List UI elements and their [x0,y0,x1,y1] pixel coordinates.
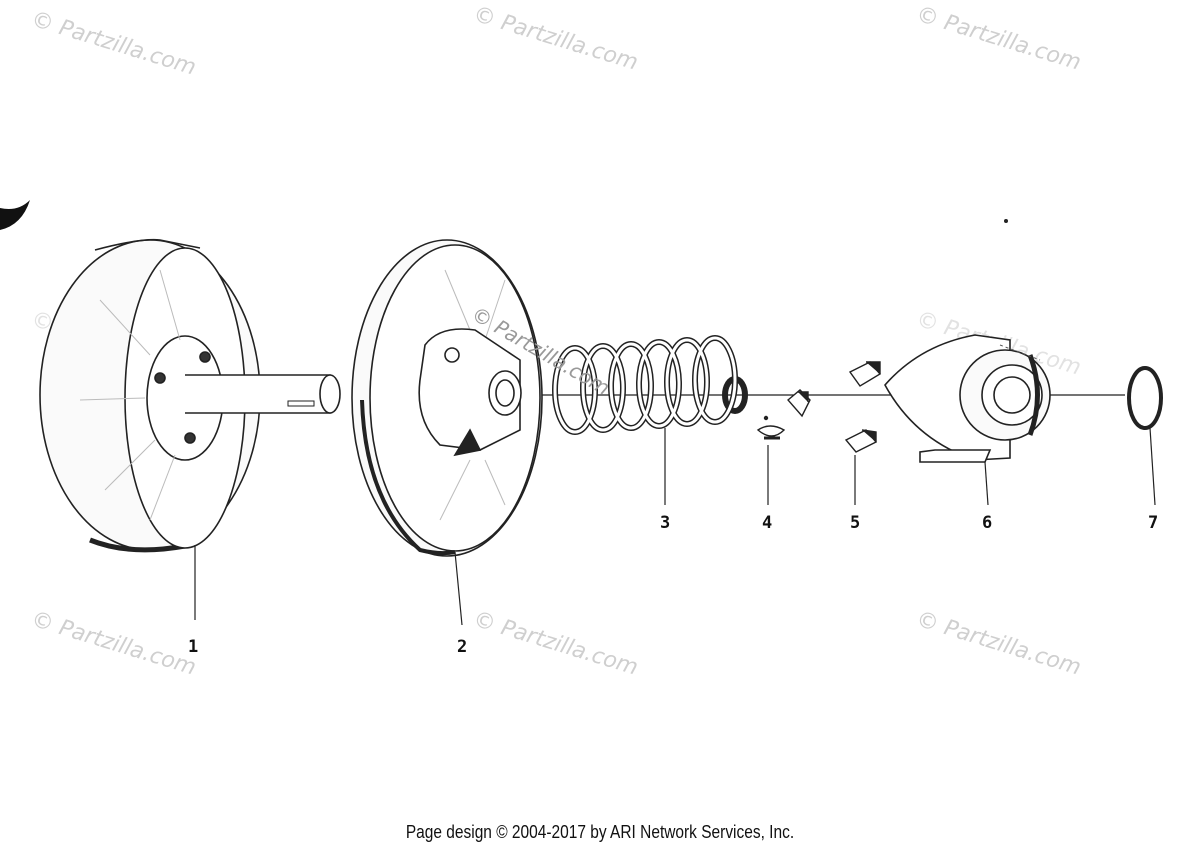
callout-3: 3 [660,513,670,533]
stray-dot [1004,219,1008,223]
part-5-slider-buttons [787,361,882,505]
part-1-fixed-sheave [39,238,341,620]
callout-1: 1 [188,637,198,657]
part-6-cover-assembly [884,334,1051,506]
watermark: © Partzilla.com [470,607,641,681]
watermark: © Partzilla.com [470,2,641,76]
watermark: © Partzilla.com [913,2,1084,76]
edge-mark [0,200,30,230]
callout-7: 7 [1148,513,1158,533]
watermark: © Partzilla.com [913,607,1084,681]
watermark: © Partzilla.com [28,7,199,81]
part-4-key [756,415,786,505]
part-2-movable-sheave [351,239,543,626]
callout-5: 5 [850,513,860,533]
part-7-snap-ring [1127,366,1163,506]
footer-copyright: Page design © 2004-2017 by ARI Network S… [405,822,795,842]
callout-2: 2 [457,637,467,657]
watermark: © Partzilla.com [28,607,199,681]
callout-4: 4 [762,513,772,533]
callout-6: 6 [982,513,992,533]
